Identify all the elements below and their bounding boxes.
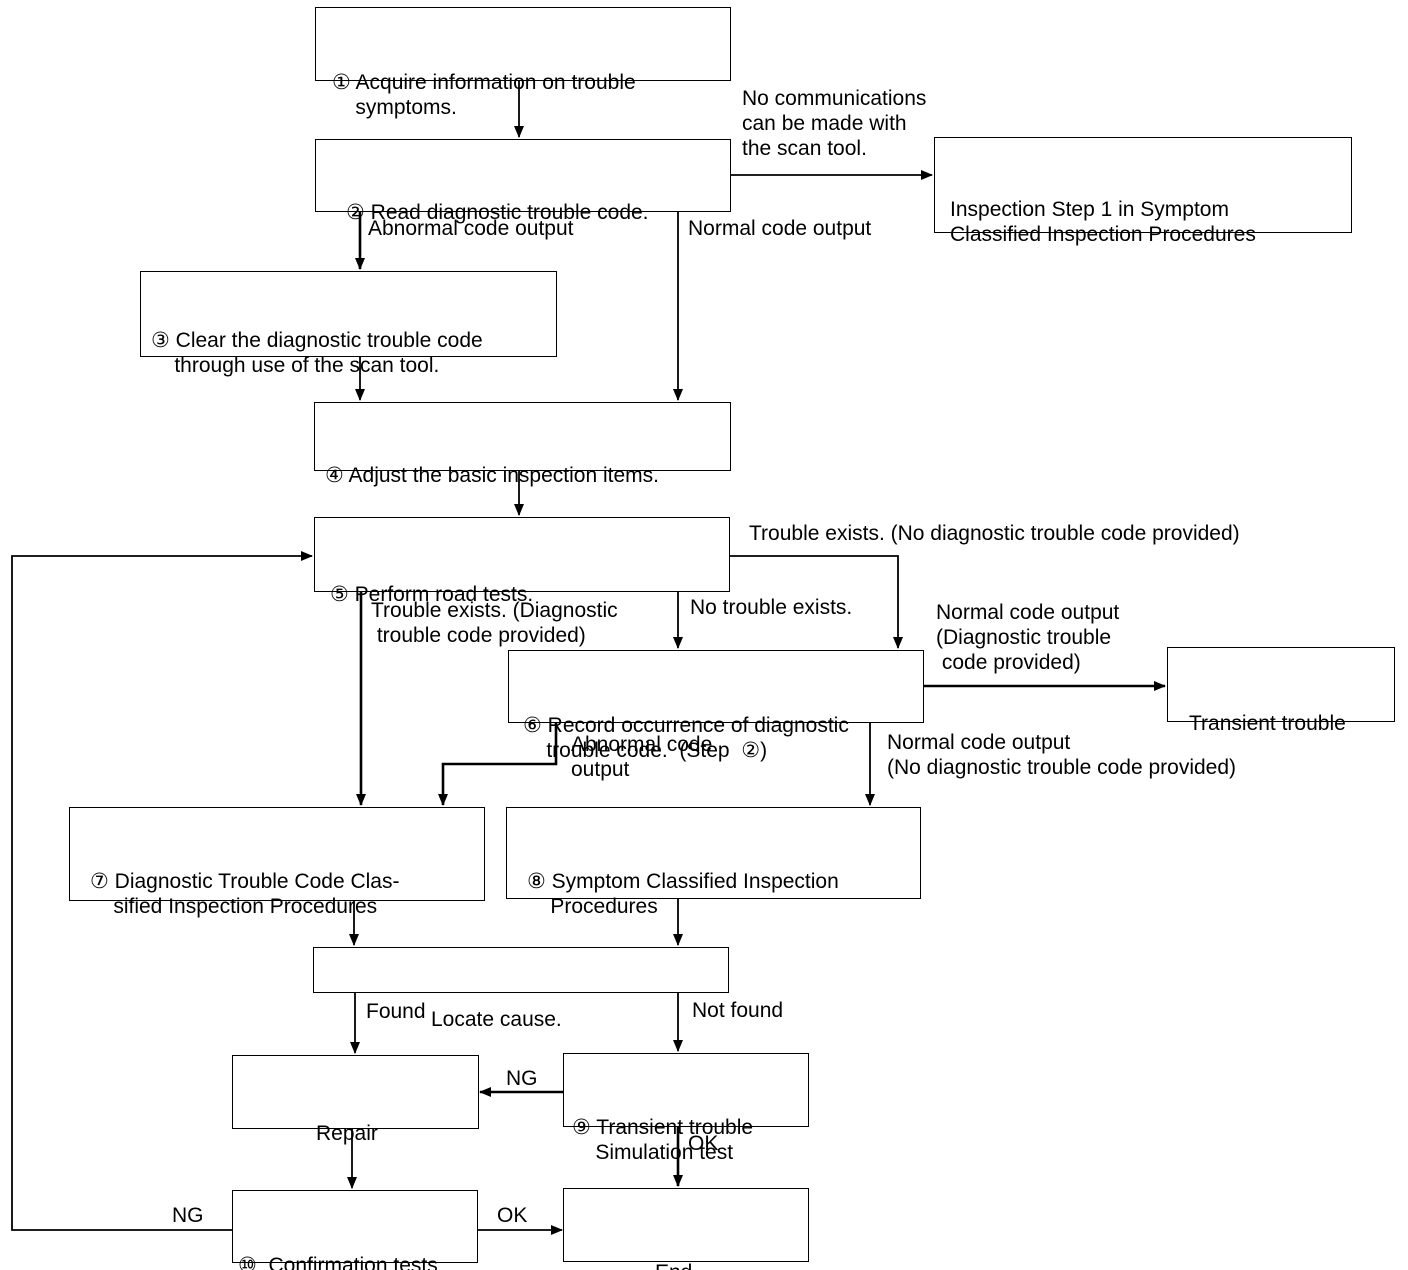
transient-trouble-box: Transient trouble: [1167, 647, 1395, 735]
step9-simulation-box: ⑨ Transient trouble Simulation test: [563, 1053, 809, 1164]
step4-text: ④ Adjust the basic inspection items.: [325, 464, 659, 487]
label-normal-code-output: Normal code output: [688, 217, 872, 240]
label-ng-repair: NG: [506, 1067, 538, 1090]
step9-text: ⑨ Transient trouble Simulation test: [572, 1116, 754, 1164]
label-abnormal-code-output: Abnormal code output: [368, 217, 574, 240]
step10-text: ⑩ Confirmation tests (road tests): [238, 1254, 438, 1270]
inspection-step1-text: Inspection Step 1 in Symptom Classified …: [950, 198, 1256, 246]
inspection-step1-box: Inspection Step 1 in Symptom Classified …: [934, 137, 1352, 246]
step8-text: ⑧ Symptom Classified Inspection Procedur…: [527, 870, 839, 918]
label-found: Found: [366, 1000, 426, 1023]
repair-text: Repair: [316, 1122, 378, 1145]
label-ok-end: OK: [688, 1132, 719, 1155]
end-box: End: [563, 1188, 809, 1270]
step5-text: ⑤ Perform road tests.: [330, 583, 534, 606]
step2-text: ② Read diagnostic trouble code.: [346, 201, 649, 224]
label-ok-confirm: OK: [497, 1204, 528, 1227]
step1-text: ① Acquire information on trouble symptom…: [332, 71, 636, 119]
locate-cause-box: Locate cause.: [313, 947, 729, 1031]
repair-box: Repair: [232, 1055, 479, 1145]
transient-trouble-text: Transient trouble: [1189, 712, 1346, 735]
label-ng-loop: NG: [172, 1204, 204, 1227]
end-text: End: [655, 1260, 808, 1270]
arrow-step6-to-step7: [438, 723, 558, 806]
step3-text: ③ Clear the diagnostic trouble code thro…: [151, 329, 483, 377]
label-trouble-dtc: Trouble exists. (Diagnostic trouble code…: [371, 599, 618, 647]
label-trouble-no-dtc: Trouble exists. (No diagnostic trouble c…: [749, 522, 1240, 545]
step3-clear-dtc-box: ③ Clear the diagnostic trouble code thro…: [140, 271, 557, 377]
step7-text: ⑦ Diagnostic Trouble Code Clas- sified I…: [90, 870, 400, 918]
step5-road-tests-box: ⑤ Perform road tests.: [314, 517, 730, 606]
step1-acquire-info-box: ① Acquire information on trouble symptom…: [315, 7, 731, 119]
locate-cause-text: Locate cause.: [431, 1008, 562, 1031]
arrow-step5-to-step6-right: [729, 555, 903, 649]
step4-adjust-box: ④ Adjust the basic inspection items.: [314, 402, 731, 487]
label-normal-dtc-provided: Normal code output (Diagnostic trouble c…: [936, 601, 1120, 674]
arrow-step10-loop-to-step5: [11, 551, 313, 1231]
step6-record-dtc-box: ⑥ Record occurrence of diagnostic troubl…: [508, 650, 924, 762]
step2-read-dtc-box: ② Read diagnostic trouble code.: [315, 139, 731, 224]
label-no-trouble: No trouble exists.: [690, 596, 853, 619]
step8-symptom-procedures-box: ⑧ Symptom Classified Inspection Procedur…: [506, 807, 921, 918]
label-no-communications: No communications can be made with the s…: [742, 87, 927, 160]
step10-confirmation-box: ⑩ Confirmation tests (road tests): [232, 1190, 478, 1270]
label-normal-no-dtc: Normal code output (No diagnostic troubl…: [887, 731, 1237, 779]
label-not-found: Not found: [692, 999, 784, 1022]
label-abnormal-code-output-2: Abnormal code output: [571, 733, 713, 781]
step6-text: ⑥ Record occurrence of diagnostic troubl…: [523, 714, 849, 762]
step7-dtc-procedures-box: ⑦ Diagnostic Trouble Code Clas- sified I…: [69, 807, 485, 918]
